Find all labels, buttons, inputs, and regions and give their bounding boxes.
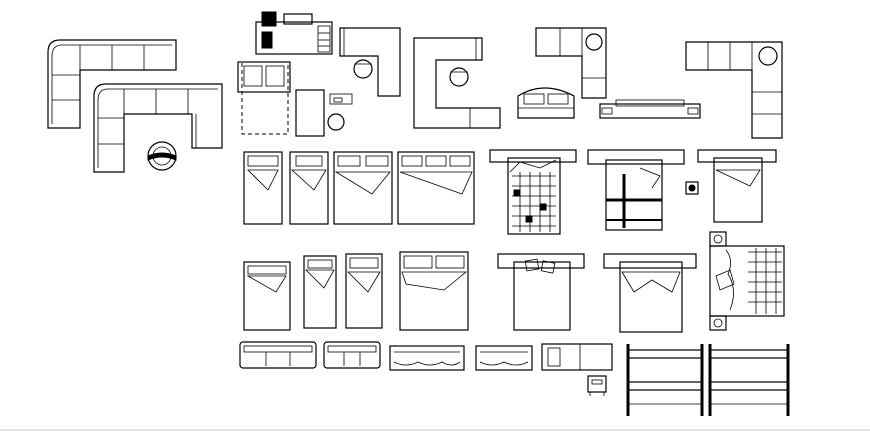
- l-desk-2: [413, 37, 501, 129]
- double-bed-4: [603, 253, 697, 333]
- recliner: [541, 343, 613, 371]
- three-seat-sofa-1: [239, 341, 317, 369]
- bunk-bed-2: [708, 344, 790, 416]
- sofa-3: [389, 345, 465, 371]
- patterned-bed: [489, 149, 577, 235]
- single-bed-4: [303, 255, 337, 329]
- double-bed-top: [517, 87, 575, 119]
- single-bed-3: [243, 261, 291, 331]
- single-bed-2: [289, 151, 329, 225]
- double-bed-2: [399, 251, 469, 331]
- three-seat-sofa-2: [323, 341, 381, 369]
- l-sofa-1: [47, 39, 177, 129]
- l-desk-1: [339, 27, 401, 97]
- desk-unit: [255, 11, 333, 55]
- double-bed-1: [333, 151, 393, 225]
- bed-headboard: [697, 149, 777, 223]
- ornate-bed: [709, 231, 785, 331]
- round-armchair: [147, 141, 177, 171]
- bed-with-rug: [237, 61, 353, 137]
- bunk-bed-1: [626, 344, 704, 416]
- king-bed-1: [397, 151, 475, 225]
- sofa-4: [475, 345, 533, 371]
- nightstand-symbol: [685, 181, 699, 195]
- single-bed-5: [345, 253, 383, 329]
- l-sofa-2: [93, 83, 223, 173]
- tv-unit: [599, 99, 701, 119]
- framed-bed: [587, 149, 685, 231]
- l-sofa-3: [685, 41, 783, 139]
- single-bed-1: [243, 151, 283, 225]
- corner-sofa-1: [535, 27, 607, 99]
- side-table: [587, 375, 607, 396]
- double-bed-3: [497, 253, 585, 331]
